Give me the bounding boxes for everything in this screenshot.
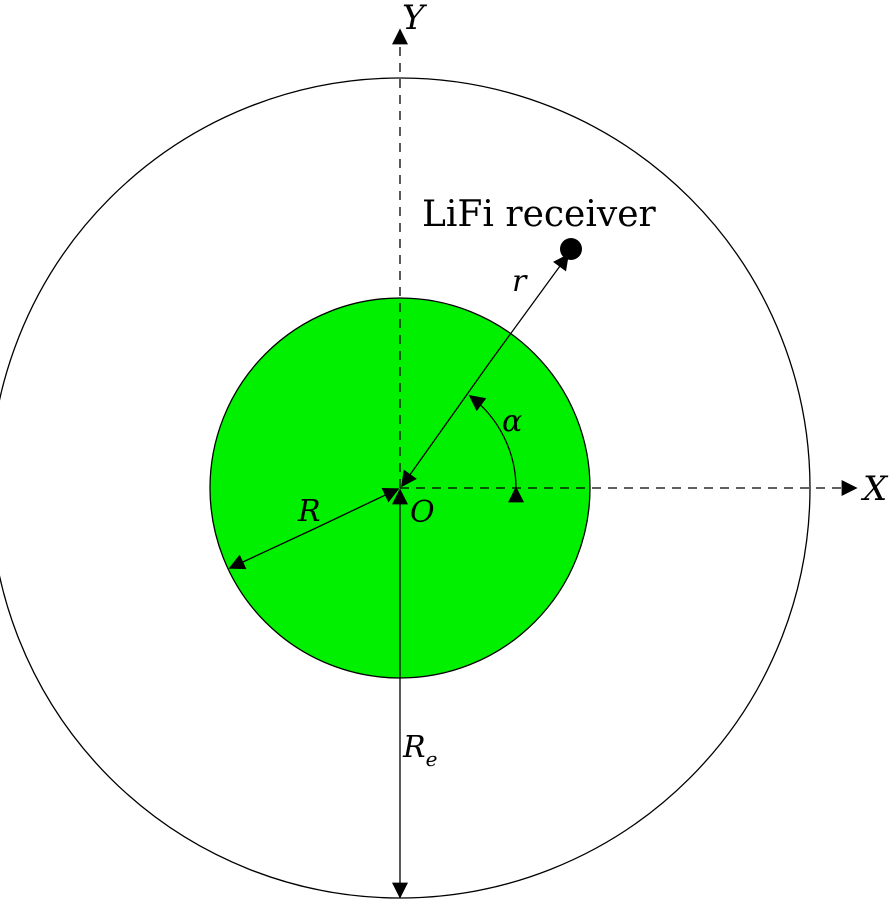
x-axis-label: X bbox=[860, 469, 889, 509]
inner-radius-label: R bbox=[297, 494, 321, 529]
receiver-label: LiFi receiver bbox=[422, 194, 656, 235]
angle-arc bbox=[468, 395, 525, 503]
distance-arrow-out bbox=[489, 253, 569, 363]
angle-label: α bbox=[502, 404, 522, 439]
y-axis-label: Y bbox=[402, 0, 428, 38]
origin-label: O bbox=[410, 495, 435, 530]
outer-radius-label-sub: e bbox=[426, 747, 438, 771]
outer-radius-label: Re bbox=[402, 730, 437, 771]
inner-radius-arrow-in bbox=[315, 487, 400, 529]
receiver-dot bbox=[560, 238, 582, 260]
inner-radius-arrow-out bbox=[228, 527, 317, 570]
distance-arrow-in bbox=[401, 361, 491, 488]
distance-label: r bbox=[512, 264, 528, 299]
outer-radius-label-main: R bbox=[402, 730, 426, 765]
